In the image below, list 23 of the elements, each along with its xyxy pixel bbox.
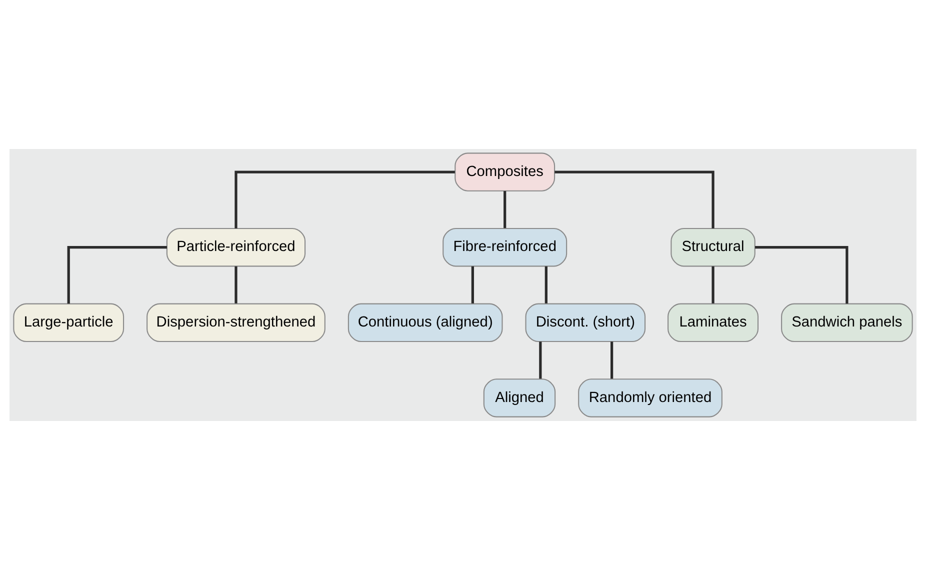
connector <box>234 170 455 228</box>
node-box: Discont. (short) <box>525 303 646 342</box>
connector <box>755 246 848 304</box>
connector <box>504 191 506 228</box>
connector <box>712 266 714 304</box>
connector <box>539 342 542 379</box>
connector <box>554 170 714 228</box>
node-box: Composites <box>454 152 556 192</box>
connector <box>471 266 474 304</box>
node-box: Large-particle <box>13 303 124 342</box>
node-box: Fibre-reinforced <box>442 228 568 267</box>
node-box: Laminates <box>668 303 759 342</box>
connector <box>67 246 167 304</box>
connector <box>234 266 238 304</box>
node-box: Continuous (aligned) <box>348 303 503 342</box>
node-box: Randomly oriented <box>578 378 722 418</box>
node-box: Structural <box>670 228 756 267</box>
node-box: Aligned <box>483 378 556 418</box>
connector <box>610 342 614 379</box>
node-box: Dispersion-strengthened <box>146 303 326 342</box>
connector <box>544 266 548 304</box>
node-box: Sandwich panels <box>781 303 913 342</box>
node-box: Particle-reinforced <box>166 228 306 267</box>
